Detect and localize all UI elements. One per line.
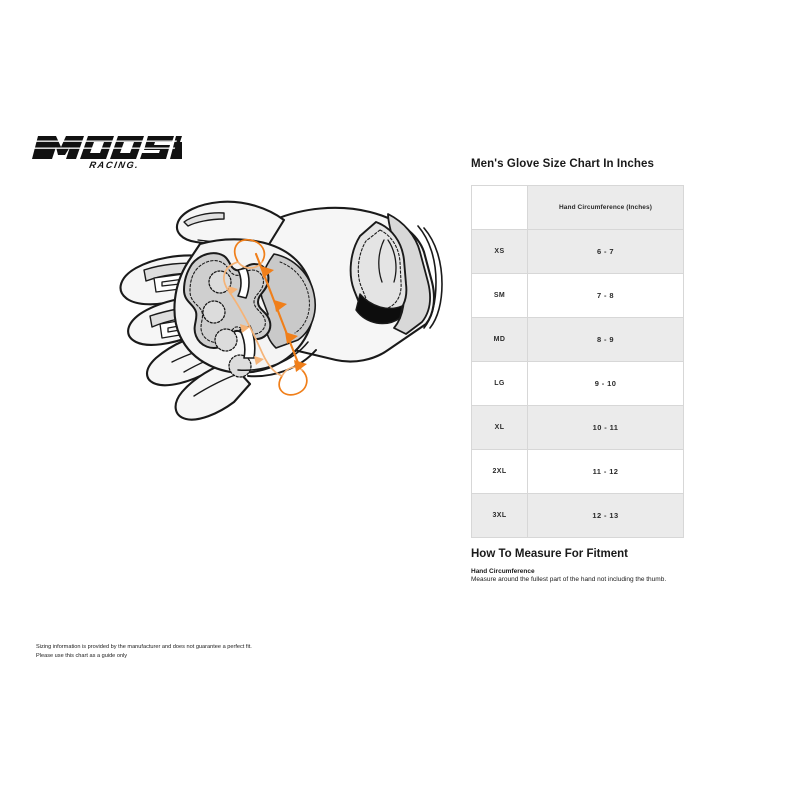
size-value-lg: 9 - 10 (527, 360, 684, 406)
svg-text:RACING.: RACING. (89, 160, 141, 170)
measure-label-hand-circumference: Hand Circumference (471, 567, 535, 575)
table-row: 3XL 12 - 13 (471, 492, 684, 538)
table-corner-cell (471, 184, 528, 230)
table-row: XS 6 - 7 (471, 228, 684, 274)
size-value-3xl: 12 - 13 (527, 492, 684, 538)
size-label-xl: XL (471, 404, 528, 450)
size-label-sm: SM (471, 272, 528, 318)
size-value-sm: 7 - 8 (527, 272, 684, 318)
table-row: LG 9 - 10 (471, 360, 684, 406)
page-title: Men's Glove Size Chart In Inches (471, 158, 654, 170)
size-value-2xl: 11 - 12 (527, 448, 684, 494)
size-value-xl: 10 - 11 (527, 404, 684, 450)
size-chart-panel: Men's Glove Size Chart In Inches Hand Ci… (471, 158, 686, 538)
how-to-measure-section: How To Measure For Fitment Hand Circumfe… (471, 548, 686, 585)
column-header-hand-circumference: Hand Circumference (Inches) (527, 184, 684, 230)
size-label-lg: LG (471, 360, 528, 406)
table-row: SM 7 - 8 (471, 272, 684, 318)
disclaimer-line-1: Sizing information is provided by the ma… (36, 644, 252, 650)
size-chart-table: Hand Circumference (Inches) XS 6 - 7 SM … (471, 184, 684, 538)
size-value-md: 8 - 9 (527, 316, 684, 362)
table-row: 2XL 11 - 12 (471, 448, 684, 494)
motocross-glove-hand-diagram-icon (119, 200, 443, 421)
table-row: XL 10 - 11 (471, 404, 684, 450)
size-label-md: MD (471, 316, 528, 362)
moose-racing-wordmark-icon: RACING. (28, 136, 182, 170)
size-label-2xl: 2XL (471, 448, 528, 494)
size-label-3xl: 3XL (471, 492, 528, 538)
disclaimer-line-2: Please use this chart as a guide only (36, 652, 128, 659)
size-value-xs: 6 - 7 (527, 228, 684, 274)
measure-instruction-text: Measure around the fullest part of the h… (471, 576, 667, 584)
table-header-row: Hand Circumference (Inches) (471, 184, 684, 230)
table-row: MD 8 - 9 (471, 316, 684, 362)
disclaimer-block: Sizing information is provided by the ma… (36, 643, 336, 660)
size-label-xs: XS (471, 228, 528, 274)
glove-diagram (88, 178, 478, 463)
how-to-measure-heading: How To Measure For Fitment (471, 548, 628, 560)
brand-logo: RACING. (28, 128, 182, 170)
size-table-body: XS 6 - 7 SM 7 - 8 MD 8 - 9 LG 9 - 10 XL … (471, 228, 684, 538)
